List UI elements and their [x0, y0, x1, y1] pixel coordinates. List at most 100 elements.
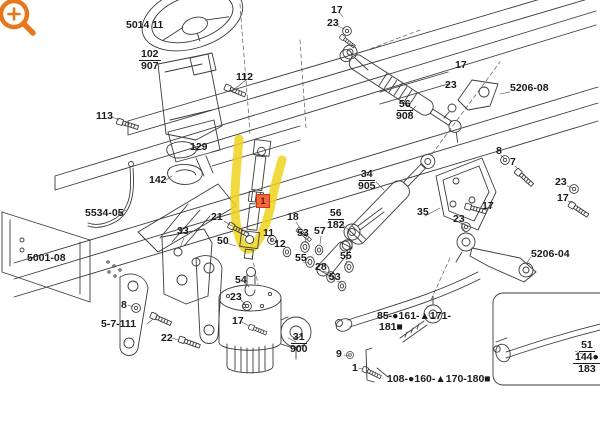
lever-5206-08 — [443, 79, 499, 119]
part-number-text: 113 — [96, 110, 113, 122]
part-number-text: 5534-05 — [85, 207, 124, 219]
part-number-text: 17 — [455, 59, 467, 71]
part-number-text: 21 — [211, 211, 223, 223]
part-number-label[interactable]: 22 — [161, 332, 173, 344]
steering-column — [157, 52, 223, 185]
part-number-text: 23 — [230, 291, 242, 303]
part-number-text: 112 — [236, 71, 253, 83]
part-number-label[interactable]: 7 — [510, 156, 516, 168]
part-number-text: 8 — [496, 145, 502, 157]
part-number-text: 33 — [177, 225, 189, 237]
gearbox-bracket — [119, 228, 223, 356]
part-number-label[interactable]: 5001-08 — [27, 252, 66, 264]
part-number-label[interactable]: 17 — [331, 4, 343, 16]
part-number-label[interactable]: 11 — [263, 227, 275, 239]
part-number-text: 108-●160-▲170-180■ — [387, 373, 491, 385]
part-number-text: 11 — [263, 227, 275, 239]
steering-wheel — [141, 0, 244, 52]
part-number-label[interactable]: 55 — [340, 250, 352, 262]
part-number-text: 17 — [232, 315, 244, 327]
part-number-text: 5206-04 — [531, 248, 570, 260]
boxed-drag-link — [492, 292, 600, 386]
part-number-label[interactable]: 112 — [236, 71, 253, 83]
part-number-label[interactable]: 23 — [230, 291, 242, 303]
part-number-label[interactable]: 5-7-111 — [101, 318, 137, 330]
construction-lines — [239, 3, 501, 303]
part-number-label[interactable]: 17 — [455, 59, 467, 71]
steering-damper — [339, 49, 462, 143]
mounting-plate — [435, 157, 497, 231]
part-number-text: 17 — [331, 4, 343, 16]
part-number-label[interactable]: 8 — [121, 299, 127, 311]
part-number-label[interactable]: 108-●160-▲170-180■ — [387, 373, 491, 385]
part-number-label[interactable]: 5014 11 — [126, 19, 163, 31]
part-number-text: 9 — [336, 348, 342, 360]
leader-lines — [111, 12, 586, 370]
part-number-label[interactable]: 23 — [453, 213, 465, 225]
part-number-label[interactable]: 17 — [482, 200, 494, 212]
part-number-text: 17 — [482, 200, 494, 212]
part-number-label[interactable]: 28 — [315, 261, 327, 273]
part-number-label[interactable]: 9 — [336, 348, 342, 360]
part-number-label[interactable]: 21 — [211, 211, 223, 223]
part-number-label[interactable]: 33 — [177, 225, 189, 237]
part-number-label[interactable]: 5206-08 — [510, 82, 549, 94]
part-number-text: 23 — [555, 176, 567, 188]
part-number-text: 5-7-111 — [101, 318, 137, 330]
hydraulic-pipe — [87, 161, 134, 228]
part-number-text: 35 — [417, 206, 429, 218]
part-number-text: 23 — [445, 79, 457, 91]
idler-arm — [455, 232, 537, 283]
part-number-text: 129 — [190, 141, 208, 153]
zoom-in-icon[interactable] — [0, 0, 38, 38]
part-number-text: 1 — [352, 362, 358, 374]
part-number-label[interactable]: 50 — [217, 235, 229, 247]
part-number-text: 53 — [297, 227, 309, 239]
part-number-text: 54 — [235, 274, 247, 286]
part-number-label[interactable]: 23 — [327, 17, 339, 29]
selected-part-callout[interactable]: 1 — [256, 194, 270, 208]
part-number-text: 5206-08 — [510, 82, 549, 94]
part-number-text: 7 — [510, 156, 516, 168]
part-number-label[interactable]: 57 — [314, 225, 326, 237]
part-number-label[interactable]: 23 — [555, 176, 567, 188]
part-number-label[interactable]: 85-●161-▲171- — [377, 310, 451, 322]
part-number-text: 17 — [557, 192, 569, 204]
part-number-label[interactable]: 181■ — [379, 321, 403, 333]
part-number-label[interactable]: 5534-05 — [85, 207, 124, 219]
part-number-label[interactable]: 5206-04 — [531, 248, 570, 260]
drag-link — [335, 271, 481, 383]
part-number-text: 85-●161-▲171- — [377, 310, 451, 322]
part-number-label[interactable]: 54 — [235, 274, 247, 286]
part-number-label[interactable]: 53 — [297, 227, 309, 239]
part-number-label[interactable]: 23 — [445, 79, 457, 91]
part-number-label[interactable]: 17 — [557, 192, 569, 204]
part-number-label[interactable]: 129 — [190, 141, 208, 153]
part-number-label[interactable]: 12 — [274, 238, 286, 250]
part-number-text: 22 — [161, 332, 173, 344]
part-number-label[interactable]: 8 — [496, 145, 502, 157]
part-number-label[interactable]: 53 — [329, 271, 341, 283]
part-number-text: 142 — [149, 174, 167, 186]
part-number-label[interactable]: 142 — [149, 174, 167, 186]
part-number-label[interactable]: 55 — [295, 252, 307, 264]
part-number-text: 181■ — [379, 321, 403, 333]
part-number-label[interactable]: 113 — [96, 110, 113, 122]
part-number-label[interactable]: 17 — [232, 315, 244, 327]
part-number-label[interactable]: 18 — [287, 211, 299, 223]
part-number-text: 18 — [287, 211, 299, 223]
part-number-label[interactable]: 1 — [352, 362, 358, 374]
highlight-marker — [230, 134, 287, 254]
part-number-label[interactable]: 35 — [417, 206, 429, 218]
